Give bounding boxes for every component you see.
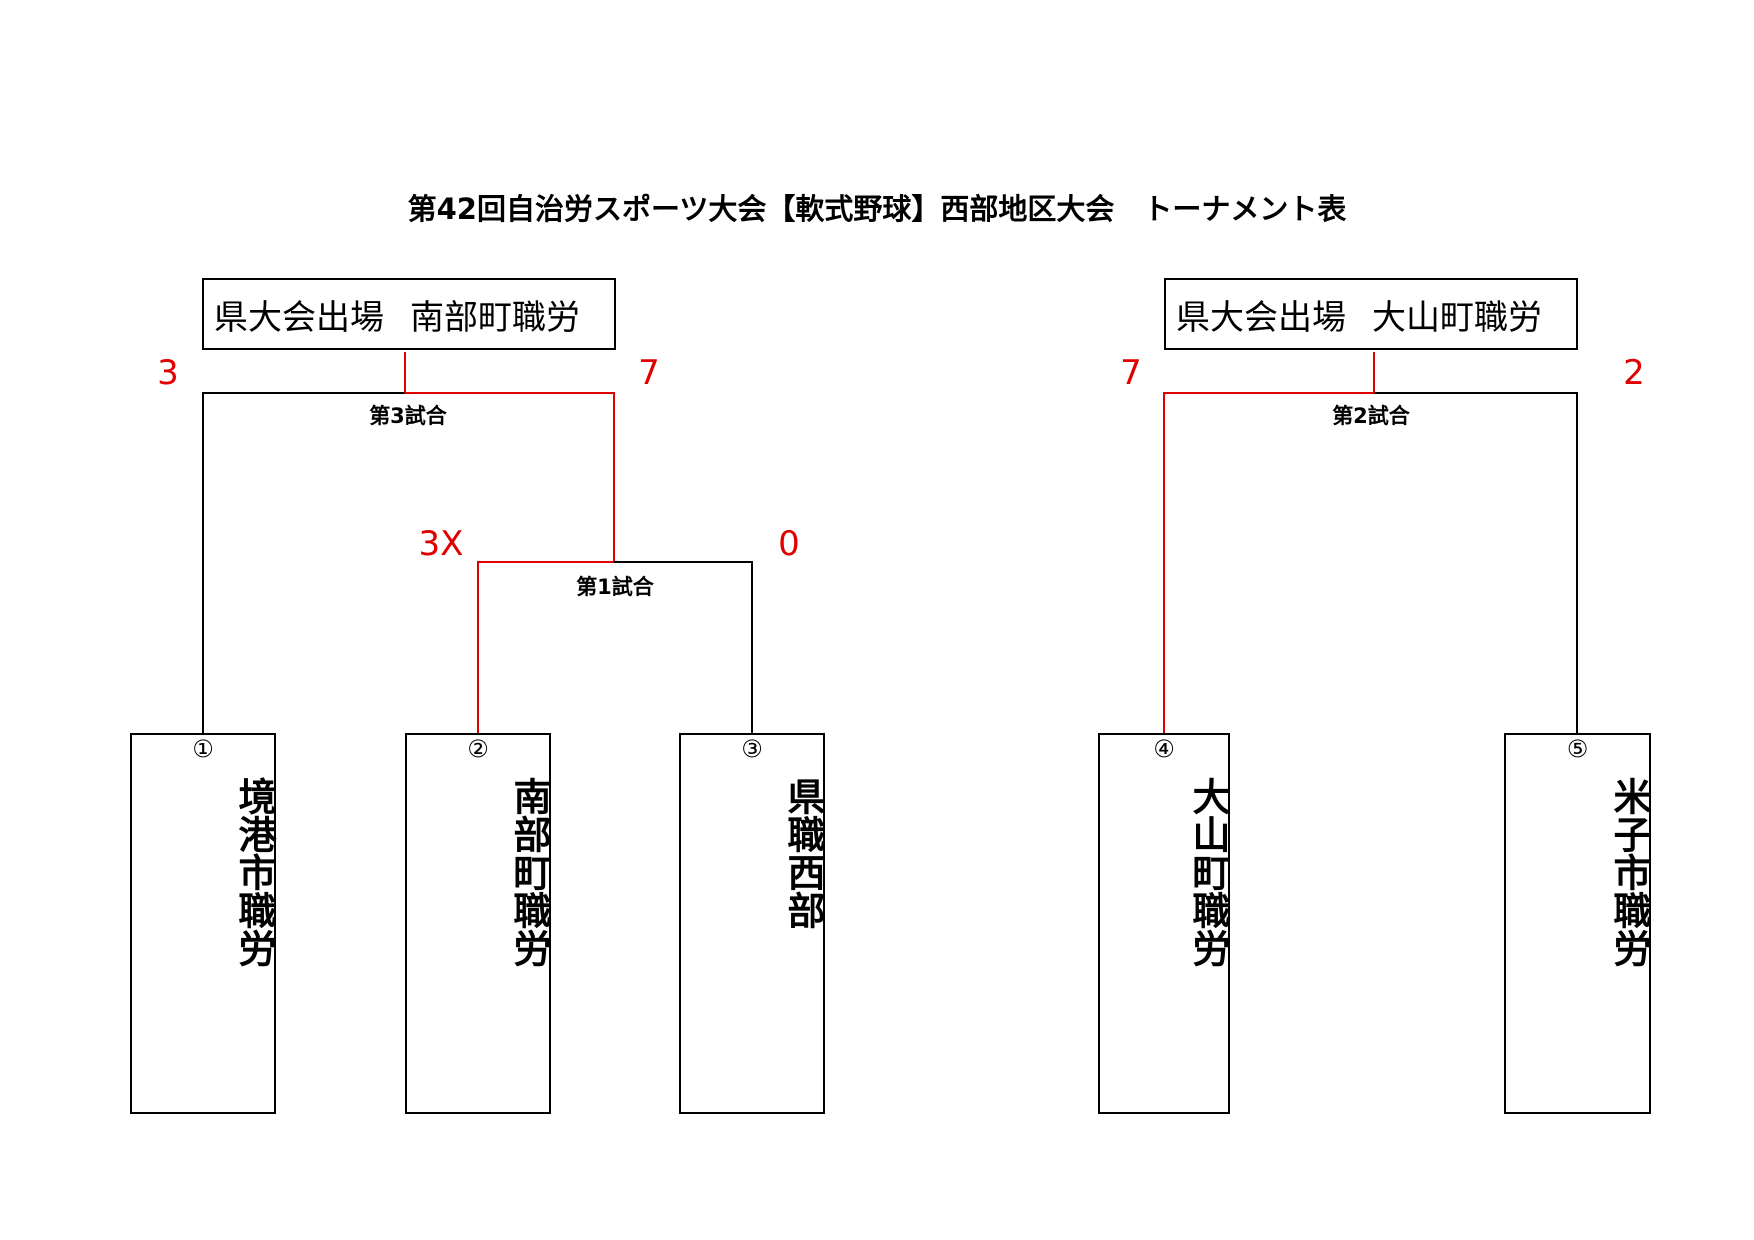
team-box-5: ⑤ 米子市職労 bbox=[1504, 733, 1651, 1114]
qualifier-label: 県大会出場 bbox=[1176, 297, 1346, 338]
team-box-4: ④ 大山町職労 bbox=[1098, 733, 1230, 1114]
game1-score-right: 0 bbox=[778, 524, 800, 564]
game1-score-left: 3X bbox=[418, 524, 464, 564]
team-number: ① bbox=[192, 735, 214, 763]
game1-label: 第1試合 bbox=[576, 575, 654, 599]
team-name: 米子市職労 bbox=[1607, 777, 1651, 967]
team-name: 境港市職労 bbox=[232, 777, 276, 967]
team-number: ④ bbox=[1153, 735, 1175, 763]
game2-score-right: 2 bbox=[1623, 353, 1645, 393]
qualifier-team: 大山町職労 bbox=[1372, 297, 1542, 338]
bracket-line-team4 bbox=[1163, 392, 1374, 733]
game3-score-left: 3 bbox=[157, 353, 179, 393]
qualifier-team: 南部町職労 bbox=[410, 297, 580, 338]
team-box-3: ③ 県職西部 bbox=[679, 733, 825, 1114]
game2-score-left: 7 bbox=[1120, 353, 1142, 393]
qualifier-box-left: 県大会出場 南部町職労 bbox=[202, 278, 616, 350]
team-box-1: ① 境港市職労 bbox=[130, 733, 276, 1114]
bracket-line-team1 bbox=[202, 392, 405, 733]
qualifier-label: 県大会出場 bbox=[214, 297, 384, 338]
team-number: ⑤ bbox=[1566, 735, 1589, 763]
bracket-line-team5 bbox=[1374, 392, 1578, 733]
game2-label: 第2試合 bbox=[1332, 404, 1410, 428]
page-title: 第42回自治労スポーツ大会【軟式野球】西部地区大会 トーナメント表 bbox=[407, 192, 1347, 226]
team-number: ② bbox=[467, 735, 489, 763]
team-name: 大山町職労 bbox=[1186, 777, 1230, 967]
game3-score-right: 7 bbox=[638, 353, 660, 393]
game3-label: 第3試合 bbox=[369, 404, 447, 428]
bracket-line-team2 bbox=[477, 561, 614, 733]
team-name: 南部町職労 bbox=[507, 777, 551, 967]
team-name: 県職西部 bbox=[781, 777, 825, 929]
team-box-2: ② 南部町職労 bbox=[405, 733, 551, 1114]
qualifier-box-right: 県大会出場 大山町職労 bbox=[1164, 278, 1578, 350]
bracket-line-game1-winner bbox=[405, 392, 615, 562]
team-number: ③ bbox=[741, 735, 763, 763]
bracket-line-team3 bbox=[614, 561, 753, 733]
